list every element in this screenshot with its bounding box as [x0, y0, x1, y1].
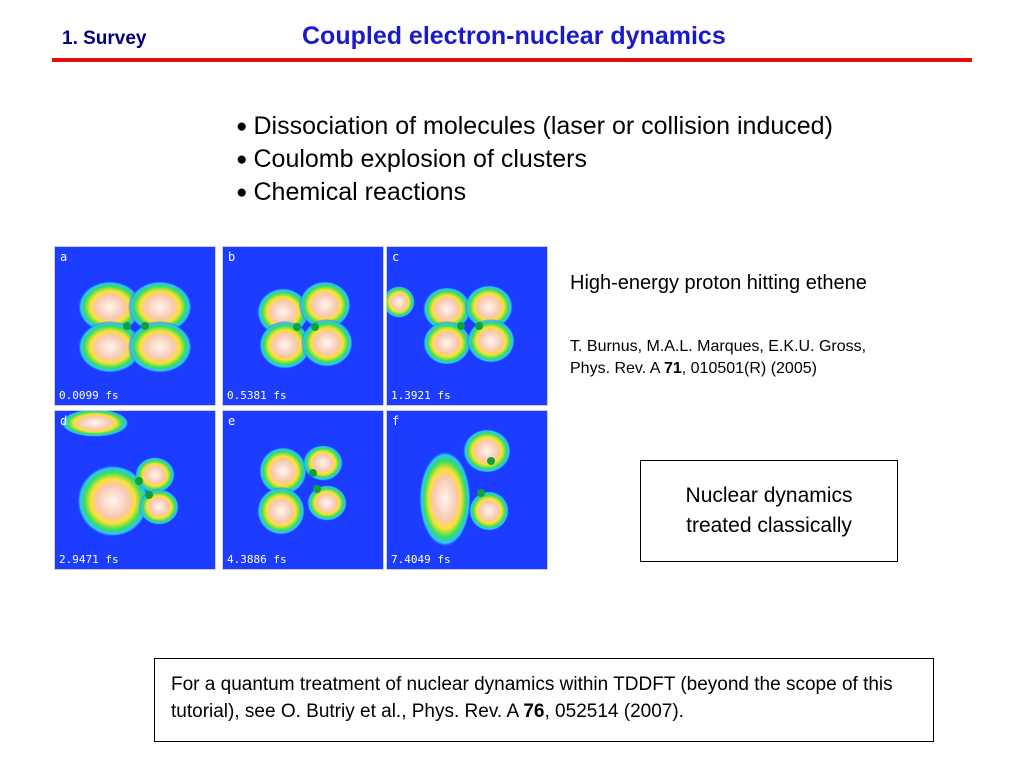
frame-label: e	[228, 414, 236, 428]
figure-caption: High-energy proton hitting ethene	[570, 272, 867, 294]
frame-time: 7.4049 fs	[391, 553, 451, 566]
frame-label: a	[60, 250, 68, 264]
reference-authors: T. Burnus, M.A.L. Marques, E.K.U. Gross,	[570, 338, 867, 355]
bullet-item: ●Coulomb explosion of clusters	[236, 143, 833, 176]
density-plot-e	[257, 445, 347, 535]
bullet-text: Dissociation of molecules (laser or coll…	[253, 112, 833, 140]
density-plot-c	[387, 285, 515, 365]
density-plot-d	[61, 411, 179, 537]
bullet-icon: ●	[236, 149, 248, 170]
frame-label: b	[228, 250, 236, 264]
bullet-icon: ●	[236, 182, 248, 203]
quantum-note-details: , 052514 (2007).	[544, 701, 684, 722]
bullet-item: ●Dissociation of molecules (laser or col…	[236, 110, 833, 143]
section-label: 1. Survey	[62, 28, 147, 49]
density-frame-e: e 4.3886 fs	[222, 410, 384, 570]
density-frame-a: a 0.0099 fs	[54, 246, 216, 406]
density-frame-d: d 2.9471 fs	[54, 410, 216, 570]
classical-note-line2: treated classically	[686, 514, 852, 537]
frame-time: 4.3886 fs	[227, 553, 287, 566]
density-frame-f: f 7.4049 fs	[386, 410, 548, 570]
density-plot-a	[78, 281, 192, 373]
frame-label: c	[392, 250, 400, 264]
frame-label: d	[60, 414, 68, 428]
frame-time: 0.5381 fs	[227, 389, 287, 402]
density-plot-f	[419, 429, 511, 547]
classical-note-line1: Nuclear dynamics	[685, 484, 853, 507]
quantum-note-volume: 76	[523, 701, 545, 722]
reference-details: , 010501(R) (2005)	[681, 360, 817, 377]
quantum-note-box: For a quantum treatment of nuclear dynam…	[154, 658, 934, 742]
bullet-item: ●Chemical reactions	[236, 176, 833, 209]
title-divider	[52, 58, 972, 62]
reference-volume: 71	[663, 360, 682, 377]
frame-time: 2.9471 fs	[59, 553, 119, 566]
bullet-text: Coulomb explosion of clusters	[253, 145, 587, 173]
bullet-icon: ●	[236, 116, 248, 137]
bullet-text: Chemical reactions	[253, 178, 467, 206]
frame-label: f	[392, 414, 400, 428]
frame-time: 1.3921 fs	[391, 389, 451, 402]
density-frame-c: c 1.3921 fs	[386, 246, 548, 406]
quantum-note-text: For a quantum treatment of nuclear dynam…	[171, 674, 893, 722]
classical-note-box: Nuclear dynamics treated classically	[640, 460, 898, 562]
reference-citation: T. Burnus, M.A.L. Marques, E.K.U. Gross,…	[570, 336, 970, 380]
density-plot-b	[257, 281, 353, 369]
frame-time: 0.0099 fs	[59, 389, 119, 402]
slide-title: Coupled electron-nuclear dynamics	[302, 22, 726, 50]
reference-journal: Phys. Rev. A	[570, 360, 664, 377]
bullet-list: ●Dissociation of molecules (laser or col…	[236, 110, 833, 209]
density-frame-b: b 0.5381 fs	[222, 246, 384, 406]
